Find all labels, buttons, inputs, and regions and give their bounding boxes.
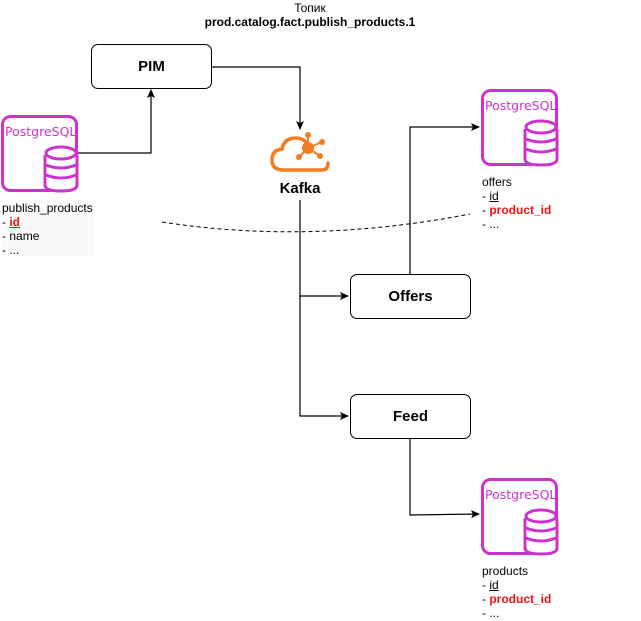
- table-name: offers: [482, 175, 512, 189]
- field-ellipsis: ...: [9, 243, 20, 257]
- field-row: - ...: [482, 217, 500, 231]
- edge-feed-to-products-db: [409, 438, 480, 519]
- field-row: - name: [2, 229, 40, 243]
- offers-table-fields: offers - id - product_id - ...: [482, 175, 551, 231]
- feed-node[interactable]: Feed: [350, 394, 471, 439]
- field-row: - id: [482, 189, 499, 203]
- field-product-id: product_id: [489, 592, 552, 606]
- postgresql-icon-source: PostgreSQL: [1, 115, 79, 193]
- field-id: id: [9, 215, 21, 229]
- field-row: - product_id: [482, 592, 552, 606]
- field-name: name: [9, 229, 40, 243]
- edge-pim-to-kafka: [211, 66, 304, 130]
- svg-text:PostgreSQL: PostgreSQL: [485, 487, 556, 502]
- postgresql-icon-offers: PostgreSQL: [481, 89, 559, 167]
- kafka-icon: [270, 132, 330, 172]
- table-name: publish_products: [2, 201, 93, 215]
- svg-text:PostgreSQL: PostgreSQL: [485, 98, 556, 113]
- field-ellipsis: ...: [489, 606, 500, 620]
- field-id: id: [489, 578, 499, 592]
- edge-kafka-to-feed: [299, 296, 349, 420]
- pim-node[interactable]: PIM: [91, 44, 212, 89]
- postgresql-icon-products: PostgreSQL: [481, 478, 559, 556]
- field-row: - ...: [482, 606, 500, 620]
- topic-header: Топик prod.catalog.fact.publish_products…: [190, 1, 430, 29]
- kafka-label: Kafka: [279, 180, 321, 197]
- field-ellipsis: ...: [489, 217, 500, 231]
- topic-label: Топик: [294, 1, 326, 15]
- field-product-id: product_id: [489, 203, 552, 217]
- field-row: - id: [482, 578, 499, 592]
- field-id: id: [489, 189, 499, 203]
- field-row: - product_id: [482, 203, 552, 217]
- field-row: - ...: [2, 243, 20, 257]
- table-name: products: [482, 564, 529, 578]
- topic-name: prod.catalog.fact.publish_products.1: [204, 15, 416, 29]
- relation-dashed-curve: [161, 213, 471, 233]
- svg-text:PostgreSQL: PostgreSQL: [5, 124, 76, 139]
- edge-offers-to-offers-db: [409, 123, 480, 274]
- edge-source-to-pim: [78, 89, 155, 154]
- products-table-fields: products - id - product_id - ...: [482, 564, 551, 620]
- offers-node[interactable]: Offers: [350, 274, 471, 319]
- source-table-fields: publish_products - id - name - ...: [2, 201, 93, 257]
- field-row: - id: [2, 215, 21, 229]
- edge-kafka-to-offers: [299, 200, 349, 300]
